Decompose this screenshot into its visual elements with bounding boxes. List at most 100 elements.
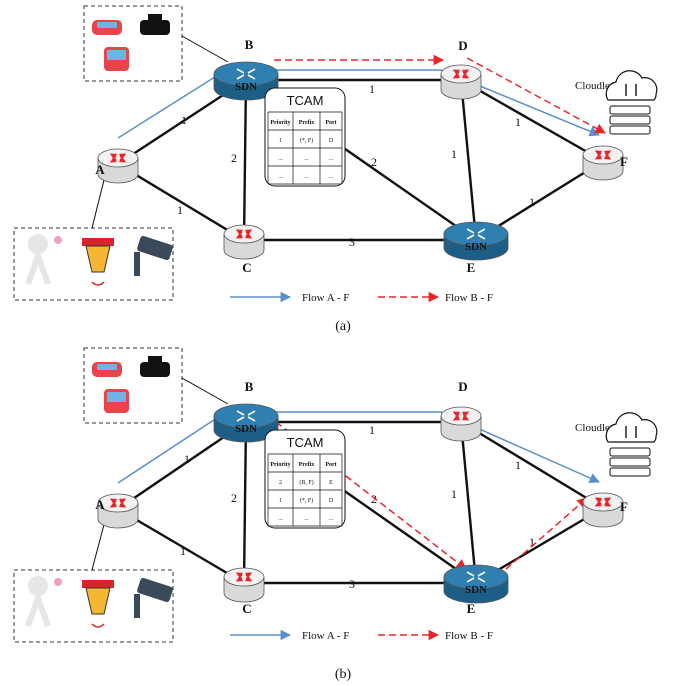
router-arrow [603, 497, 612, 504]
router-arrow [109, 156, 118, 163]
tcam-cell: ... [304, 516, 309, 522]
router-arrow [603, 153, 612, 160]
legend-flow-b-f: Flow B - F [445, 630, 493, 642]
link-d-e [459, 421, 478, 584]
heart-icon [54, 236, 62, 244]
link-a-c [117, 507, 245, 585]
cloud-icon [605, 70, 658, 101]
camera-mount [134, 252, 140, 276]
router-arrow [236, 410, 245, 416]
router-arrow [247, 74, 256, 80]
server-icon [609, 125, 651, 135]
sdn-label: SDN [235, 423, 257, 435]
router-arrow [244, 229, 253, 236]
router-e-icon: SDN [443, 564, 509, 604]
panel-caption: (a) [335, 319, 351, 334]
iot-box [13, 227, 174, 301]
sdn-label: SDN [465, 584, 487, 596]
router-arrow [236, 74, 245, 80]
flow-b-f-path-1 [275, 421, 467, 570]
router-top [97, 493, 139, 513]
router-arrow [244, 575, 253, 582]
router-arrow [461, 414, 470, 421]
server-icon [609, 105, 651, 115]
server-icon [609, 115, 651, 125]
router-arrow [477, 234, 486, 240]
link-a-c [117, 162, 245, 242]
taxi-icon [140, 362, 170, 377]
flow-b-f-path-2 [466, 57, 606, 134]
router-arrow [594, 500, 603, 507]
node-label-a: A [95, 162, 105, 177]
link-weight-d-e: 1 [451, 487, 457, 501]
router-arrow [466, 228, 475, 234]
router-arrow [477, 577, 486, 583]
router-top [443, 564, 509, 590]
tcam-cell: (*, F) [300, 497, 313, 504]
tcam-cell: ... [278, 156, 283, 162]
car-window [97, 364, 117, 370]
vehicles-box [83, 5, 183, 82]
router-top [440, 64, 482, 84]
router-a-icon [97, 493, 139, 529]
tcam-header: Prefix [299, 462, 315, 468]
tcam-header: Port [325, 120, 336, 126]
alarm-body [85, 587, 111, 615]
tcam-cell: (B, F) [299, 479, 313, 486]
panel-caption: (b) [335, 667, 352, 682]
link-weight-e-f: 1 [529, 195, 535, 209]
router-arrow [603, 150, 612, 157]
alarm-body [85, 245, 111, 273]
router-arrow [461, 411, 470, 418]
server-icon [609, 457, 651, 467]
router-arrow [452, 414, 461, 421]
link-d-f [460, 78, 604, 163]
router-top [443, 221, 509, 247]
bus-window [107, 392, 126, 402]
tcam-cell: 1 [279, 138, 282, 144]
router-top [440, 406, 482, 426]
vehicles-connector [181, 377, 229, 405]
router-arrow [109, 153, 118, 160]
link-weight-b-e: 2 [371, 492, 377, 506]
camera-icon [137, 235, 173, 261]
car-window [97, 22, 117, 28]
iot-box [13, 569, 174, 643]
router-f-icon [582, 492, 624, 528]
tcam-box [264, 87, 346, 187]
legend-flow-a-f: Flow A - F [302, 630, 349, 642]
link-b-c [242, 79, 248, 241]
router-arrow [477, 571, 486, 577]
router-arrow [235, 232, 244, 239]
node-label-b: B [245, 37, 254, 52]
link-weight-a-c: 1 [180, 544, 186, 558]
router-arrow [594, 150, 603, 157]
link-weight-d-f: 1 [515, 458, 521, 472]
camera-mount [134, 594, 140, 618]
router-arrow [452, 72, 461, 79]
router-arrow [594, 497, 603, 504]
person-icon [28, 576, 48, 596]
node-label-c: C [242, 601, 251, 616]
router-arrow [452, 69, 461, 76]
router-arrow [236, 416, 245, 422]
router-arrow [109, 498, 118, 505]
router-arrow [466, 571, 475, 577]
iot-connector [91, 171, 107, 229]
router-top [213, 403, 279, 429]
router-arrow [247, 410, 256, 416]
sdn-label: SDN [465, 241, 487, 253]
tcam-cell: ... [329, 156, 334, 162]
link-weight-b-d: 1 [369, 82, 375, 96]
link-weight-d-e: 1 [451, 147, 457, 161]
vehicles-box [83, 347, 183, 424]
router-arrow [477, 228, 486, 234]
router-d-icon [440, 406, 482, 442]
router-a-icon [97, 148, 139, 184]
router-c-icon [223, 567, 265, 603]
node-label-b: B [245, 379, 254, 394]
tcam-cell: (*, F) [300, 137, 313, 144]
taxi-icon [140, 20, 170, 35]
